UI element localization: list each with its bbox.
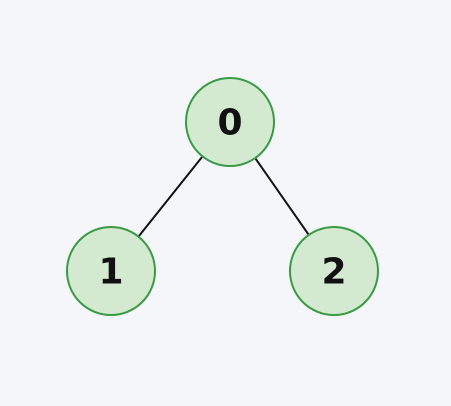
node-circle: [66, 226, 156, 316]
edge-n0-n1: [137, 155, 204, 238]
nodes-layer: 0 1 2: [66, 77, 379, 316]
node-circle: [185, 77, 275, 167]
node-label: 0: [217, 103, 242, 144]
node-label: 2: [321, 252, 346, 293]
tree-node-0: 0: [185, 77, 275, 167]
tree-node-2: 2: [289, 226, 379, 316]
tree-node-1: 1: [66, 226, 156, 316]
edge-n0-n2: [254, 157, 310, 236]
edges-layer: [137, 155, 310, 238]
node-label: 1: [98, 252, 123, 293]
node-circle: [289, 226, 379, 316]
